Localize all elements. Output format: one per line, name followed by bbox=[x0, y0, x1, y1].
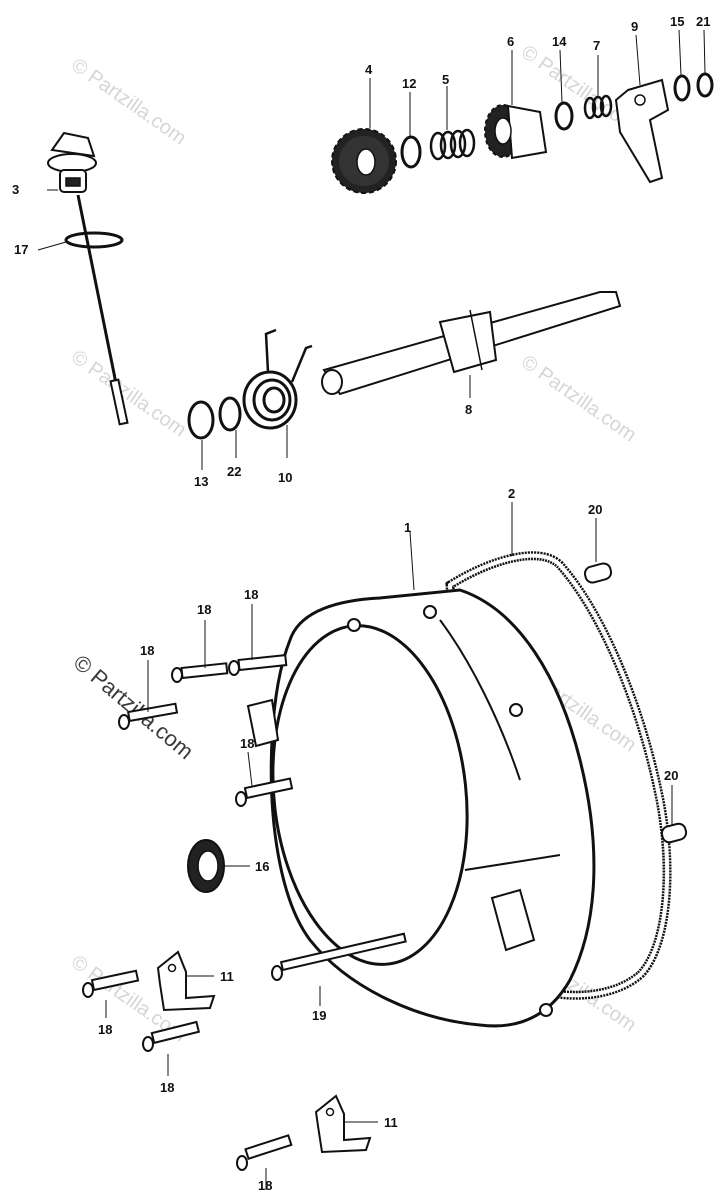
callout-19: 19 bbox=[312, 1008, 326, 1023]
circlip-21 bbox=[696, 72, 714, 98]
callout-11-upper: 11 bbox=[220, 969, 234, 984]
callout-11-lower: 11 bbox=[384, 1115, 398, 1130]
callout-18-g: 18 bbox=[258, 1178, 272, 1193]
clamp-11-upper bbox=[156, 950, 216, 1012]
oil-seal-16 bbox=[187, 839, 225, 893]
callout-15: 15 bbox=[670, 14, 684, 29]
callout-18-e: 18 bbox=[98, 1022, 112, 1037]
dipstick bbox=[76, 194, 129, 426]
clamp-11-lower bbox=[314, 1094, 372, 1154]
spring-5 bbox=[429, 128, 476, 161]
watermark-text: © Partzilla.com bbox=[67, 54, 190, 149]
crankcase-cover-1 bbox=[246, 588, 596, 1028]
dowel-pin-20-top bbox=[583, 562, 613, 584]
callout-4: 4 bbox=[365, 62, 373, 77]
callout-16: 16 bbox=[255, 859, 269, 874]
callout-2: 2 bbox=[508, 486, 515, 501]
bolt-18 bbox=[171, 662, 229, 683]
kick-spring-10 bbox=[242, 328, 313, 430]
callout-18-f: 18 bbox=[160, 1080, 174, 1095]
callout-12: 12 bbox=[402, 76, 416, 91]
gear-4 bbox=[331, 128, 397, 194]
watermark-text: © Partzilla.com bbox=[517, 351, 640, 446]
callout-13: 13 bbox=[194, 474, 208, 489]
callout-7: 7 bbox=[593, 38, 600, 53]
bolt-18 bbox=[142, 1020, 201, 1052]
ratchet-6 bbox=[484, 104, 548, 160]
callout-10: 10 bbox=[278, 470, 292, 485]
kick-shaft-8 bbox=[321, 291, 622, 396]
bolt-18 bbox=[82, 969, 140, 998]
callout-17: 17 bbox=[14, 242, 28, 257]
pawl-9 bbox=[614, 78, 670, 184]
bolt-18 bbox=[235, 777, 294, 807]
callout-5: 5 bbox=[442, 72, 449, 87]
spring-7 bbox=[583, 94, 613, 120]
callout-3: 3 bbox=[12, 182, 19, 197]
callout-18-c: 18 bbox=[140, 643, 154, 658]
leader-lines bbox=[37, 29, 706, 1190]
callout-20-top: 20 bbox=[588, 502, 602, 517]
bolt-18 bbox=[118, 702, 179, 730]
circlip-22 bbox=[218, 396, 242, 432]
washer-14 bbox=[554, 101, 574, 131]
callout-21: 21 bbox=[696, 14, 710, 29]
long-bolt-19 bbox=[271, 932, 407, 981]
bolt-18 bbox=[236, 1134, 293, 1171]
callout-8: 8 bbox=[465, 402, 472, 417]
callout-18-d: 18 bbox=[240, 736, 254, 751]
gasket-2 bbox=[445, 551, 672, 1000]
o-ring-17 bbox=[64, 231, 124, 249]
bolt-18 bbox=[228, 654, 288, 676]
callout-22: 22 bbox=[227, 464, 241, 479]
watermark-text: © Partzilla.com bbox=[67, 346, 190, 441]
callout-labels: 1 2 3 4 5 6 7 8 9 10 11 11 12 13 14 15 1… bbox=[12, 14, 710, 1193]
oil-filler-cap bbox=[47, 131, 97, 193]
callout-18-a: 18 bbox=[197, 602, 211, 617]
callout-6: 6 bbox=[507, 34, 514, 49]
washer-15 bbox=[673, 74, 691, 102]
watermark-text-strong: © Partzilla.com bbox=[69, 650, 199, 764]
washer-12 bbox=[400, 135, 422, 169]
callout-1: 1 bbox=[404, 520, 411, 535]
callout-20-right: 20 bbox=[664, 768, 678, 783]
callout-9: 9 bbox=[631, 19, 638, 34]
callout-14: 14 bbox=[552, 34, 567, 49]
washer-13 bbox=[187, 400, 215, 440]
callout-18-b: 18 bbox=[244, 587, 258, 602]
